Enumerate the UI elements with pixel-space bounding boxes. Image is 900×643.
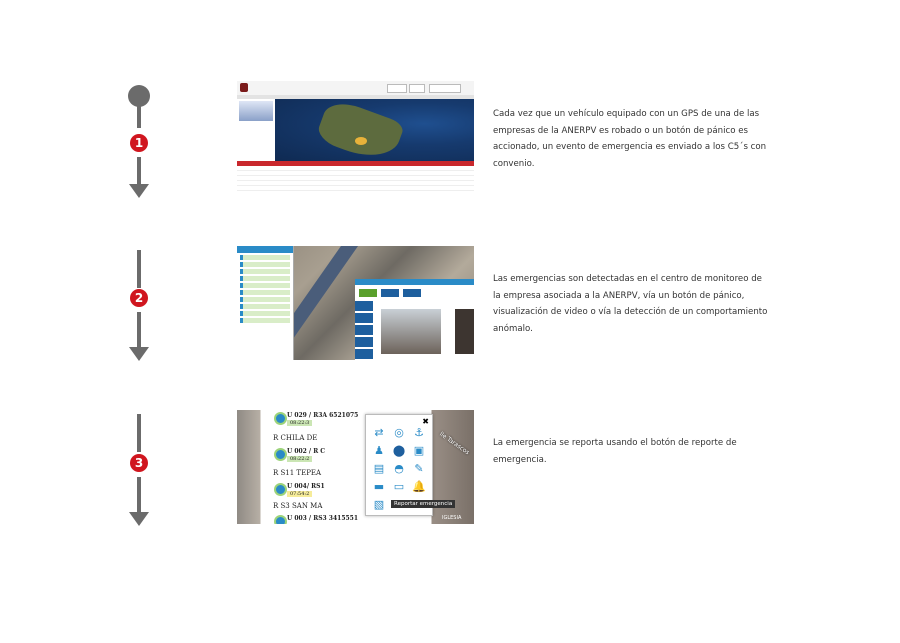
list-item: R CHILA DE [273, 434, 318, 442]
van-icon[interactable]: ▭ [393, 480, 405, 493]
video-button [403, 289, 421, 297]
rail-line [137, 157, 141, 185]
video-button [381, 289, 399, 297]
video-panel [355, 279, 474, 360]
user-card-icon[interactable]: ▣ [413, 444, 425, 457]
location-pin-icon[interactable]: ⬤ [392, 444, 406, 457]
person-icon[interactable]: ♟ [374, 444, 384, 457]
unit-pin-icon [274, 515, 287, 524]
header-button [429, 84, 461, 93]
arrow-down-icon [129, 347, 149, 361]
panel-header [237, 246, 293, 253]
events-table-rows [237, 166, 474, 195]
place-label: IGLESIA [442, 515, 462, 521]
bell-icon[interactable]: 🔔 [412, 480, 426, 493]
step-description: Las emergencias son detectadas en el cen… [493, 274, 768, 334]
list-item [240, 262, 290, 267]
list-item [240, 269, 290, 274]
actions-popup: ✖ ⇄ ◎ ⚓ ♟ ⬤ ▣ ▤ ◓ ✎ ▬ ▭ 🔔 ▧ [365, 414, 433, 516]
map-view [275, 96, 474, 167]
rail-line [137, 414, 141, 452]
arrow-down-icon [129, 512, 149, 526]
camera-feed [455, 309, 474, 354]
side-panel [237, 99, 276, 161]
unit-pin-icon [274, 483, 287, 496]
rail-line [137, 100, 141, 128]
report-emergency-icon[interactable]: ▧ [373, 498, 385, 511]
pencil-icon[interactable]: ✎ [414, 462, 424, 475]
arrow-down-icon [129, 184, 149, 198]
events-table-header [237, 161, 474, 166]
toolbar [237, 95, 474, 99]
list-item: R S11 TEPEA [273, 469, 322, 477]
step-number-badge: 1 [130, 134, 148, 152]
report-emergency-tooltip: Reportar emergencia [391, 500, 456, 508]
list-item [240, 297, 290, 302]
screenshot-report-emergency: lle Tarascos IGLESIA U 029 / R3A 6521075… [237, 410, 474, 524]
header-button [409, 84, 425, 93]
car-icon[interactable]: ▬ [373, 480, 385, 493]
speedometer-icon[interactable]: ◓ [394, 462, 404, 475]
map-land [314, 96, 406, 167]
unit-pin-icon [274, 448, 287, 461]
units-panel [237, 246, 294, 360]
screenshot-monitoring-center [237, 246, 474, 360]
list-item [240, 283, 290, 288]
list-item [240, 290, 290, 295]
app-header [237, 81, 474, 96]
video-button [359, 289, 377, 297]
gps-icon[interactable]: ◎ [394, 426, 404, 439]
step-number-badge: 2 [130, 289, 148, 307]
list-item [240, 318, 290, 323]
rail-line [137, 312, 141, 348]
route-icon[interactable]: ⇄ [374, 426, 384, 439]
header-button [387, 84, 407, 93]
step-description: Cada vez que un vehículo equipado con un… [493, 109, 767, 169]
rail-line [137, 477, 141, 513]
event-marker [355, 137, 367, 145]
list-item [240, 304, 290, 309]
list-item [240, 311, 290, 316]
list-item [240, 255, 290, 260]
close-icon[interactable]: ✖ [422, 417, 429, 426]
list-item [240, 276, 290, 281]
unit-pin-icon [274, 412, 287, 425]
anchor-icon[interactable]: ⚓ [414, 426, 424, 439]
step-description: La emergencia se reporta usando el botón… [493, 438, 737, 465]
video-header [355, 279, 474, 285]
list-item: R S3 SAN MA [273, 502, 323, 510]
step-number-badge: 3 [130, 454, 148, 472]
rail-line [137, 250, 141, 288]
document-icon[interactable]: ▤ [373, 462, 385, 475]
start-dot-icon [128, 85, 150, 107]
logo-icon [240, 83, 248, 92]
screenshot-gps-map [237, 81, 474, 195]
camera-list [355, 301, 373, 360]
chart-thumbnail [239, 101, 273, 121]
camera-feed [381, 309, 441, 354]
list-item: U 003 / RS3 3415551 [253, 515, 363, 524]
